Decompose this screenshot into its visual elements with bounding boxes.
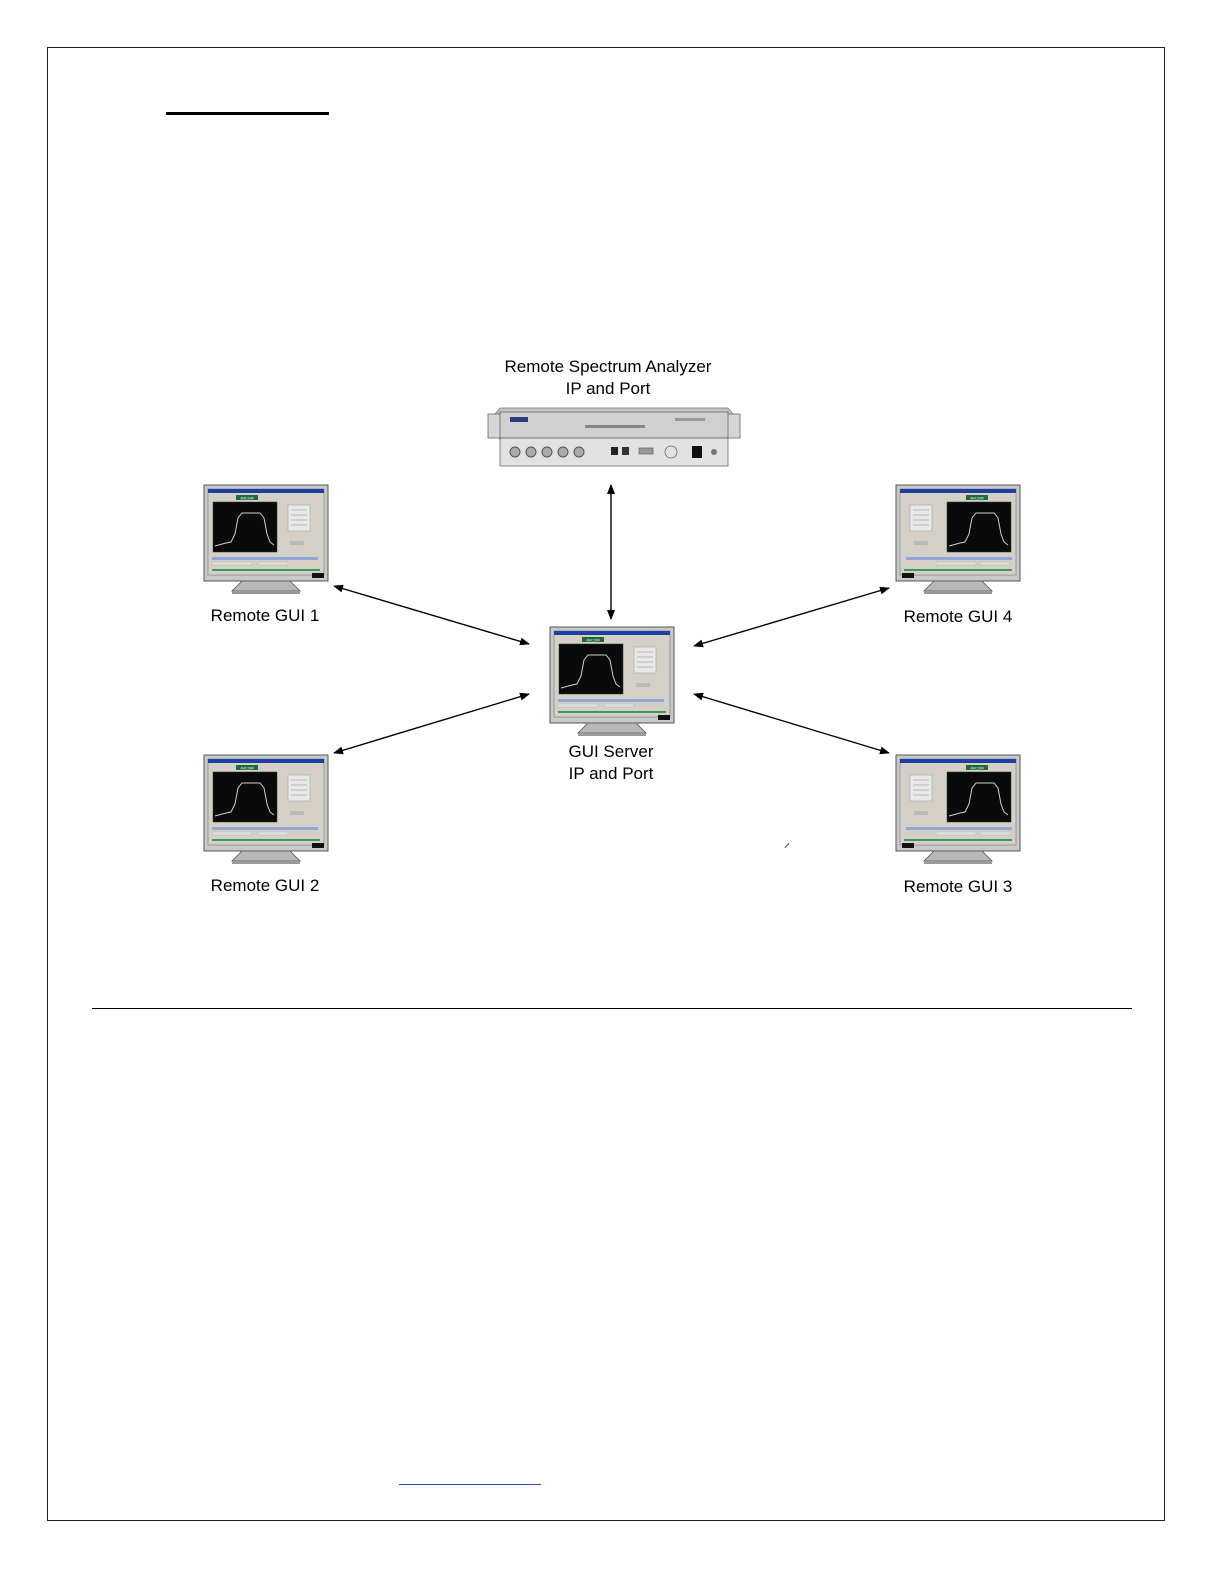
remote-gui-4-label: Remote GUI 4 xyxy=(878,606,1038,628)
spectrum-analyzer-icon xyxy=(488,408,740,466)
remote-gui-2-label: Remote GUI 2 xyxy=(185,875,345,897)
remote-gui-2-monitor-icon xyxy=(204,755,328,864)
remote-gui-4-monitor-icon xyxy=(896,485,1020,594)
gui-server-monitor-icon xyxy=(550,627,674,736)
hyperlink-underline[interactable] xyxy=(399,1484,541,1485)
remote-gui-1-label: Remote GUI 1 xyxy=(185,605,345,627)
arrow-gui4-server xyxy=(694,588,889,646)
gui-server-label: GUI Server IP and Port xyxy=(531,741,691,785)
analyzer-label: Remote Spectrum Analyzer IP and Port xyxy=(478,356,738,400)
gui-server-label-line1: GUI Server xyxy=(531,741,691,763)
gui-server-label-line2: IP and Port xyxy=(531,763,691,785)
arrow-gui2-server xyxy=(334,694,529,753)
remote-gui-1-monitor-icon xyxy=(204,485,328,594)
section-divider xyxy=(92,1008,1132,1009)
arrow-gui3-server xyxy=(694,694,889,753)
arrow-gui1-server xyxy=(334,586,529,644)
remote-gui-3-monitor-icon xyxy=(896,755,1020,864)
remote-gui-3-label: Remote GUI 3 xyxy=(878,876,1038,898)
analyzer-label-line1: Remote Spectrum Analyzer xyxy=(478,356,738,378)
analyzer-label-line2: IP and Port xyxy=(478,378,738,400)
